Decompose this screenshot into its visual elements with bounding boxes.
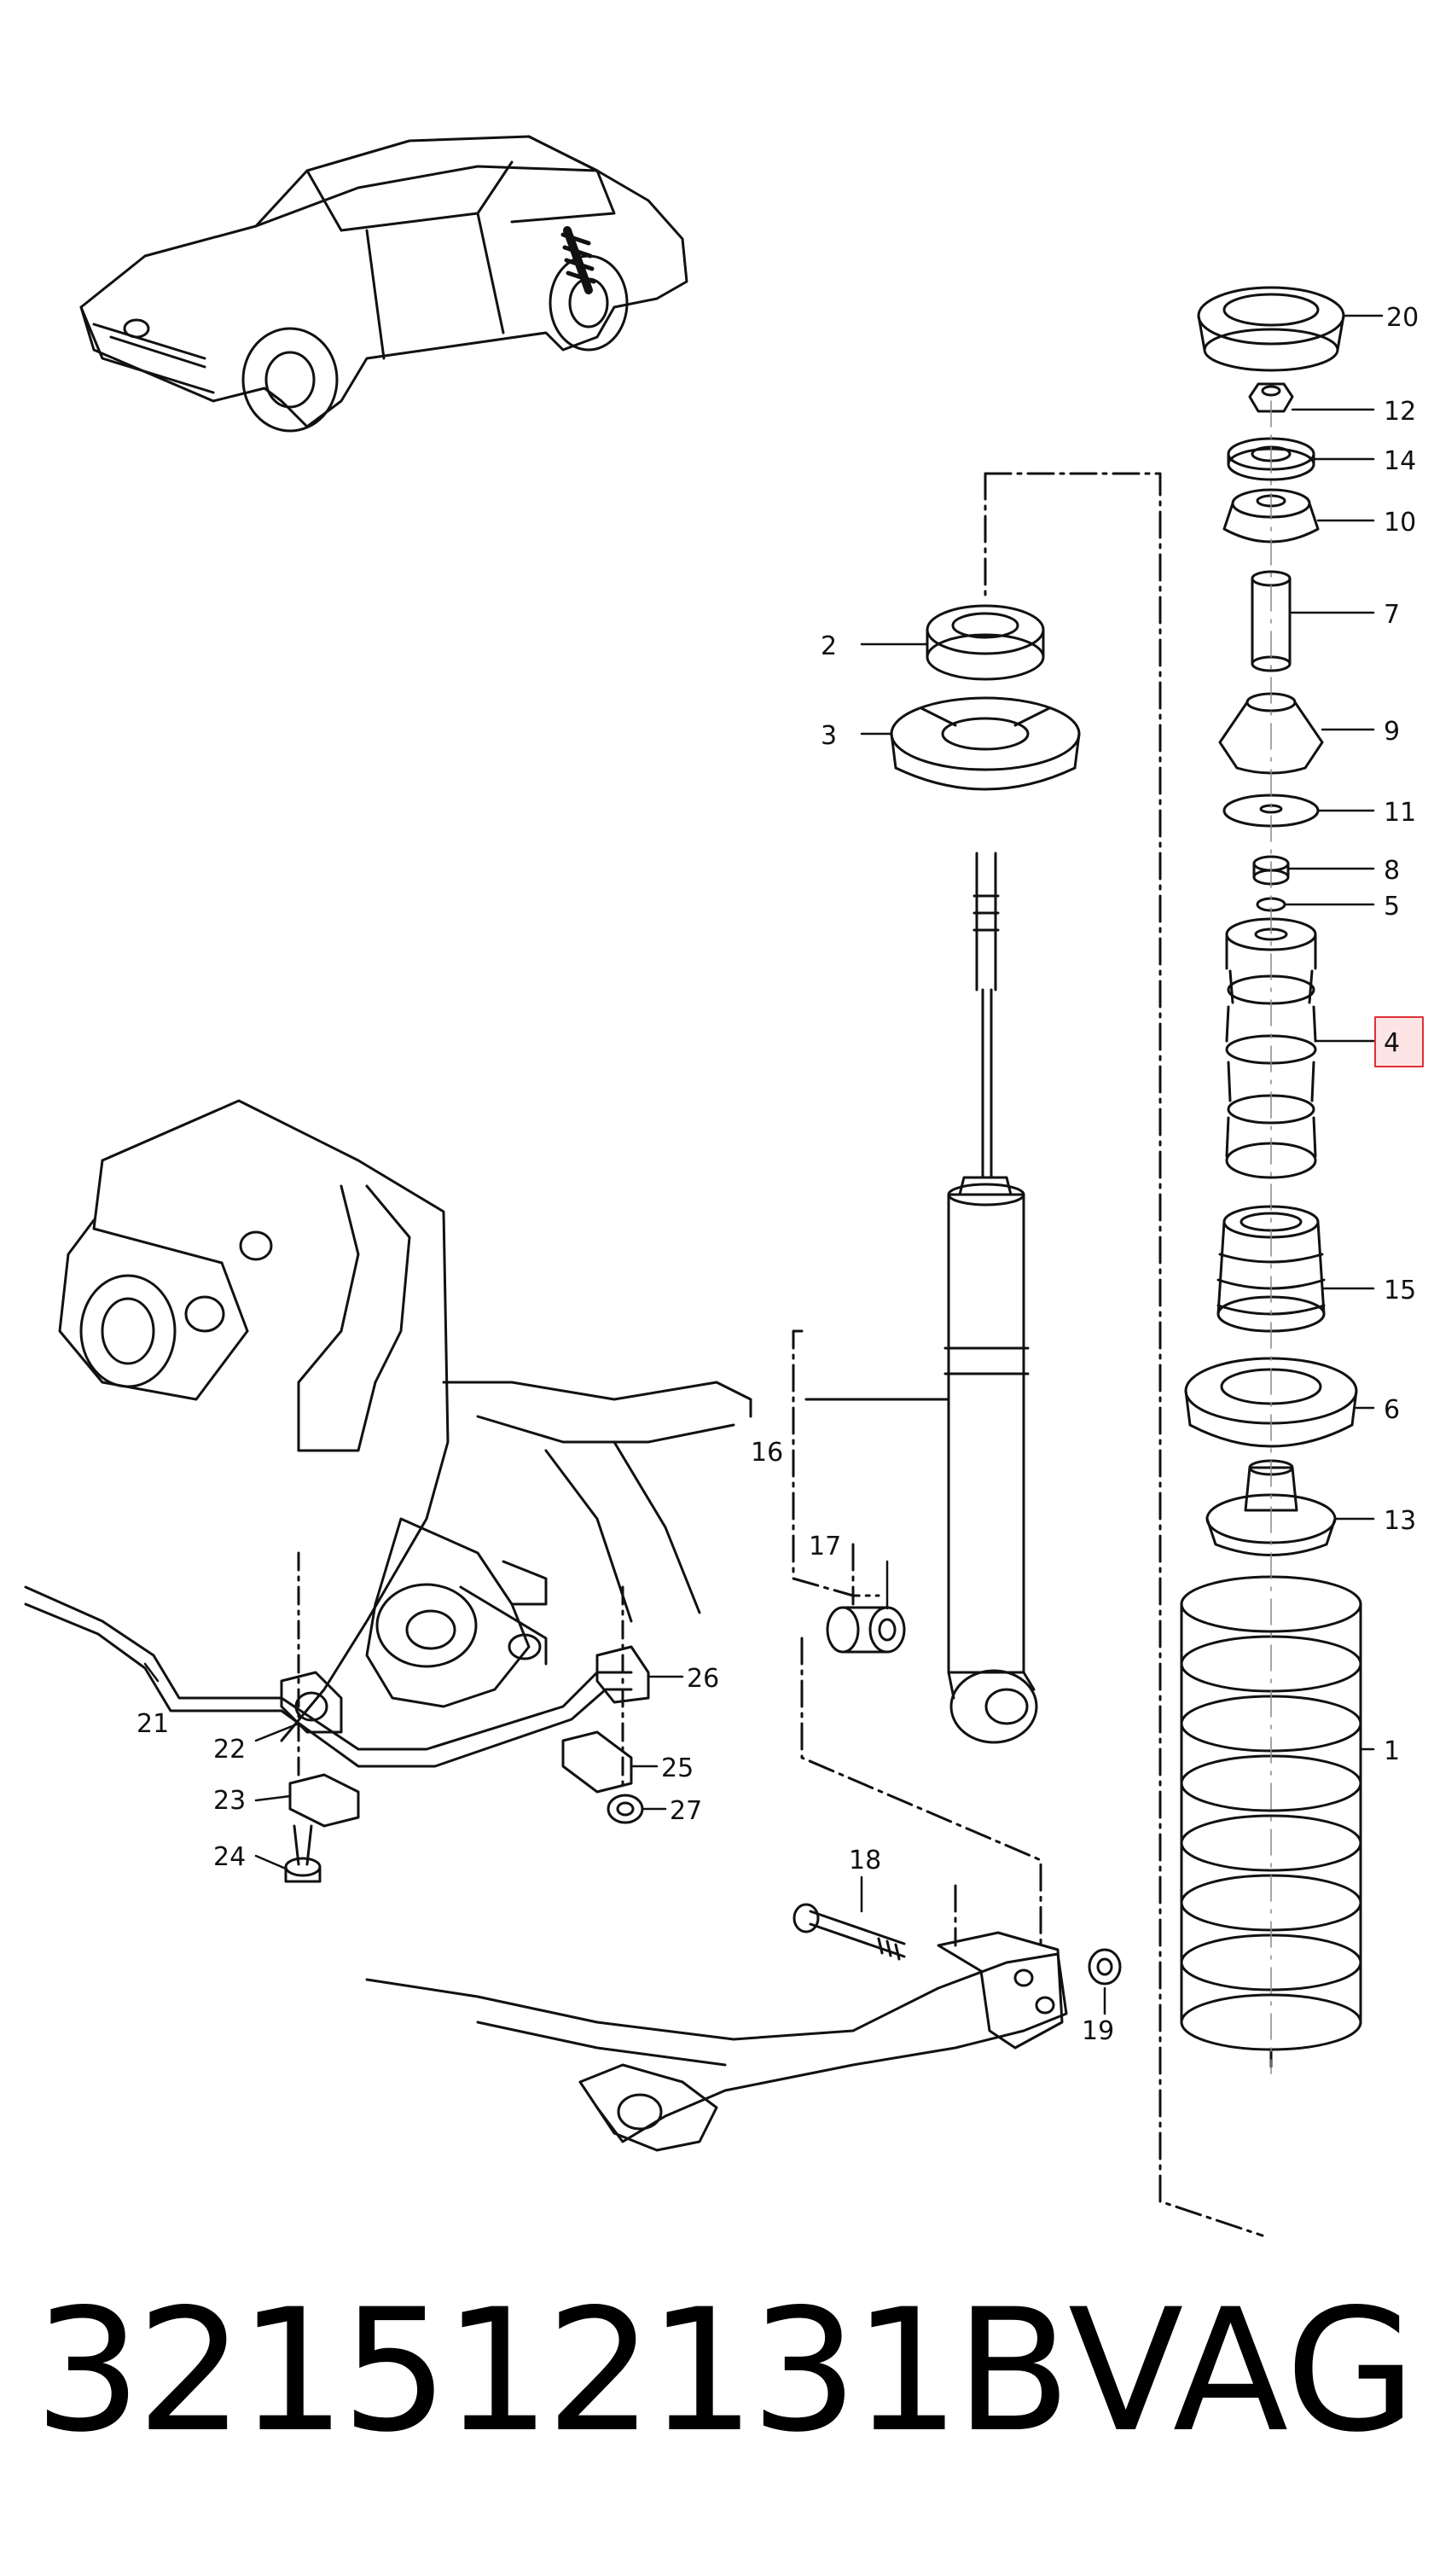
callout-18[interactable]: 18	[849, 1846, 881, 1875]
callout-19[interactable]: 19	[1082, 2016, 1114, 2046]
callout-7[interactable]: 7	[1384, 600, 1400, 630]
callout-12[interactable]: 12	[1384, 397, 1416, 427]
callout-2[interactable]: 2	[821, 631, 837, 661]
callout-4[interactable]: 4	[1384, 1028, 1400, 1058]
axle-mount-illustration	[24, 1099, 752, 1883]
callout-26[interactable]: 26	[687, 1664, 719, 1694]
callout-6[interactable]: 6	[1384, 1395, 1400, 1425]
callout-5[interactable]: 5	[1384, 892, 1400, 922]
callout-24[interactable]: 24	[213, 1842, 246, 1872]
part-number: 321512131B	[34, 2272, 1071, 2469]
highlight-box-part-4	[1374, 1016, 1424, 1067]
callout-3[interactable]: 3	[821, 721, 837, 751]
callout-23[interactable]: 23	[213, 1786, 246, 1816]
callout-16[interactable]: 16	[751, 1438, 783, 1468]
spring-mount-column	[1180, 286, 1362, 2075]
callout-25[interactable]: 25	[661, 1753, 694, 1783]
leader-lines	[143, 314, 1384, 2015]
callout-9[interactable]: 9	[1384, 717, 1400, 747]
callout-10[interactable]: 10	[1384, 508, 1416, 538]
callout-27[interactable]: 27	[670, 1796, 702, 1826]
callout-labels: 20 12 14 10 7 9 11 8 5 4 15 6 13 1 2 3 1…	[136, 303, 1419, 2046]
callout-22[interactable]: 22	[213, 1735, 246, 1765]
callout-1[interactable]: 1	[1384, 1736, 1400, 1766]
brand-name: VAG	[1068, 2272, 1417, 2469]
callout-20[interactable]: 20	[1386, 303, 1419, 333]
callout-15[interactable]: 15	[1384, 1276, 1416, 1305]
callout-21[interactable]: 21	[136, 1709, 169, 1739]
car-illustration	[79, 135, 688, 433]
shock-absorber-assembly	[792, 472, 1264, 2237]
callout-13[interactable]: 13	[1384, 1506, 1416, 1536]
callout-8[interactable]: 8	[1384, 856, 1400, 886]
callout-11[interactable]: 11	[1384, 798, 1416, 828]
callout-17[interactable]: 17	[809, 1532, 841, 1561]
footer: 321512131B VAG	[0, 2253, 1434, 2534]
callout-14[interactable]: 14	[1384, 446, 1416, 476]
trailing-arm-illustration	[365, 1884, 1122, 2152]
